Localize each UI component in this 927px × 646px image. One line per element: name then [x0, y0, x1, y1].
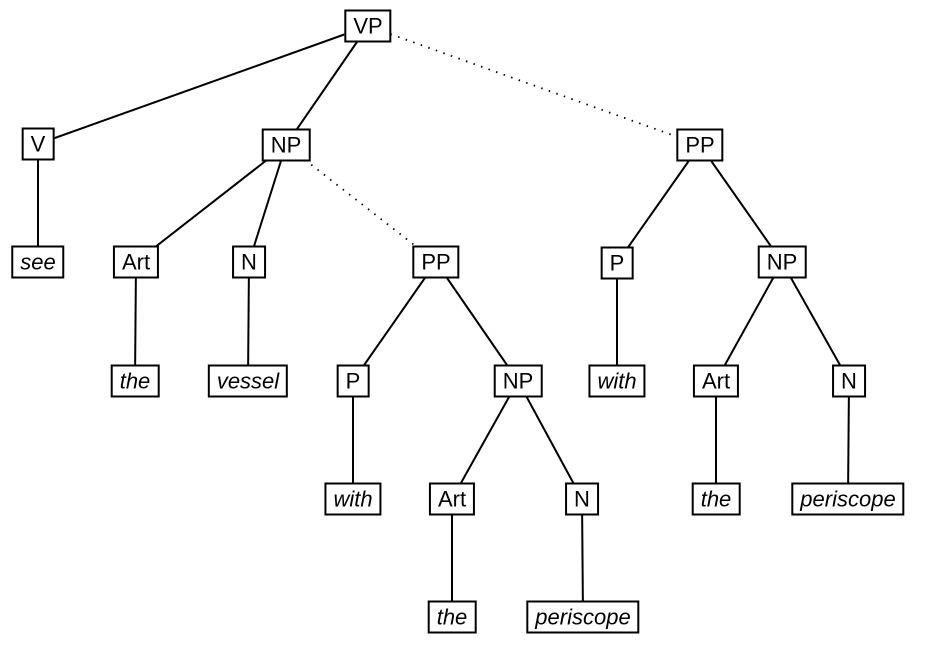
node-pp-right: PP — [676, 128, 724, 162]
node-with-mid: with — [324, 482, 382, 516]
node-vp: VP — [344, 9, 392, 43]
node-n-right: N — [832, 364, 866, 398]
node-with-right: with — [588, 364, 646, 398]
edge-n-vessel — [247, 261, 250, 382]
edge-npmid-art — [451, 380, 519, 500]
node-np-mid: NP — [493, 364, 543, 398]
edge-dotted-np-ppmid — [285, 144, 437, 263]
edge-dotted-vp-ppright — [367, 25, 701, 146]
node-see: see — [11, 245, 65, 279]
node-np-right: NP — [757, 245, 807, 279]
edge-npright-art — [715, 261, 783, 382]
edge-np-n — [248, 144, 287, 263]
edge-np-art — [135, 144, 287, 263]
node-n-object: N — [232, 245, 266, 279]
node-pp-mid: PP — [412, 245, 460, 279]
node-vessel: vessel — [207, 364, 289, 398]
edge-npright-n — [781, 261, 850, 382]
node-art-right: Art — [692, 364, 740, 398]
node-the-right: the — [691, 482, 741, 516]
node-art-object: Art — [112, 245, 160, 279]
edge-ppmid-np — [435, 261, 519, 382]
node-the-object: the — [110, 364, 160, 398]
node-p-right: P — [600, 246, 634, 280]
node-v: V — [21, 127, 55, 161]
edge-vp-v — [37, 25, 369, 145]
edge-nright-periscope — [847, 380, 850, 500]
node-np-object: NP — [261, 128, 311, 162]
edge-npmid-n — [517, 380, 583, 500]
edge-ppright-np — [699, 144, 783, 263]
node-periscope-right: periscope — [791, 482, 905, 516]
node-n-mid: N — [565, 482, 599, 516]
node-periscope-mid: periscope — [526, 600, 640, 634]
edge-vp-np — [285, 25, 369, 146]
edge-art-the — [134, 261, 137, 382]
node-art-mid: Art — [428, 482, 476, 516]
edge-ppmid-p — [352, 261, 437, 382]
edge-ppright-p — [616, 144, 701, 264]
node-the-mid: the — [427, 600, 477, 634]
node-p-mid: P — [336, 364, 370, 398]
edge-nmid-periscope — [581, 498, 584, 618]
